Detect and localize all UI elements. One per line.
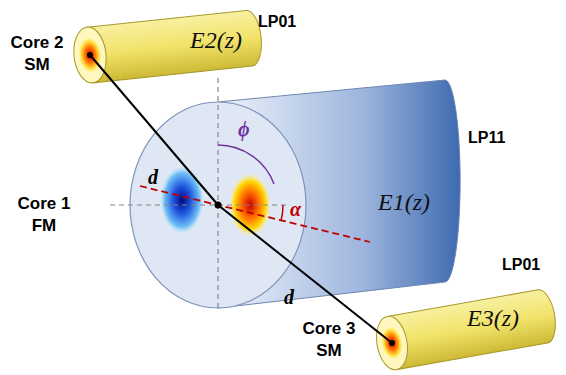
core-label: Core 1 FM [8,193,80,237]
core3-cylinder [373,288,560,372]
field-label: E1(z) [378,188,430,217]
field-label: E2(z) [190,26,242,55]
core3-fiber: Core 3 SMLP01E3(z) [375,290,555,372]
distance-label: d [284,286,294,308]
core1-cylinder [130,80,460,308]
field-label: E3(z) [467,304,519,333]
alpha-arc [281,205,283,221]
angle-label: α [290,198,301,220]
mode-label: LP01 [502,255,540,274]
axis-line [217,78,218,312]
phi-arc [218,145,274,184]
core-label: Core 2 SM [6,32,68,76]
distance-label: d [148,166,158,188]
core2-fiber: Core 2 SMLP01E2(z) [70,15,260,90]
core2-cylinder [71,9,264,84]
center-dot [215,202,222,209]
mode-label: LP11 [468,128,505,147]
angle-label: ϕ [238,118,250,140]
center-dot [389,340,395,346]
core1-fiber: Core 1 FMLP11E1(z) [130,75,460,310]
distance-line [90,55,218,205]
center-dot [87,52,93,58]
core-label: Core 3 SM [297,318,361,362]
mode-label: LP01 [258,12,296,31]
axis-line [110,204,286,205]
